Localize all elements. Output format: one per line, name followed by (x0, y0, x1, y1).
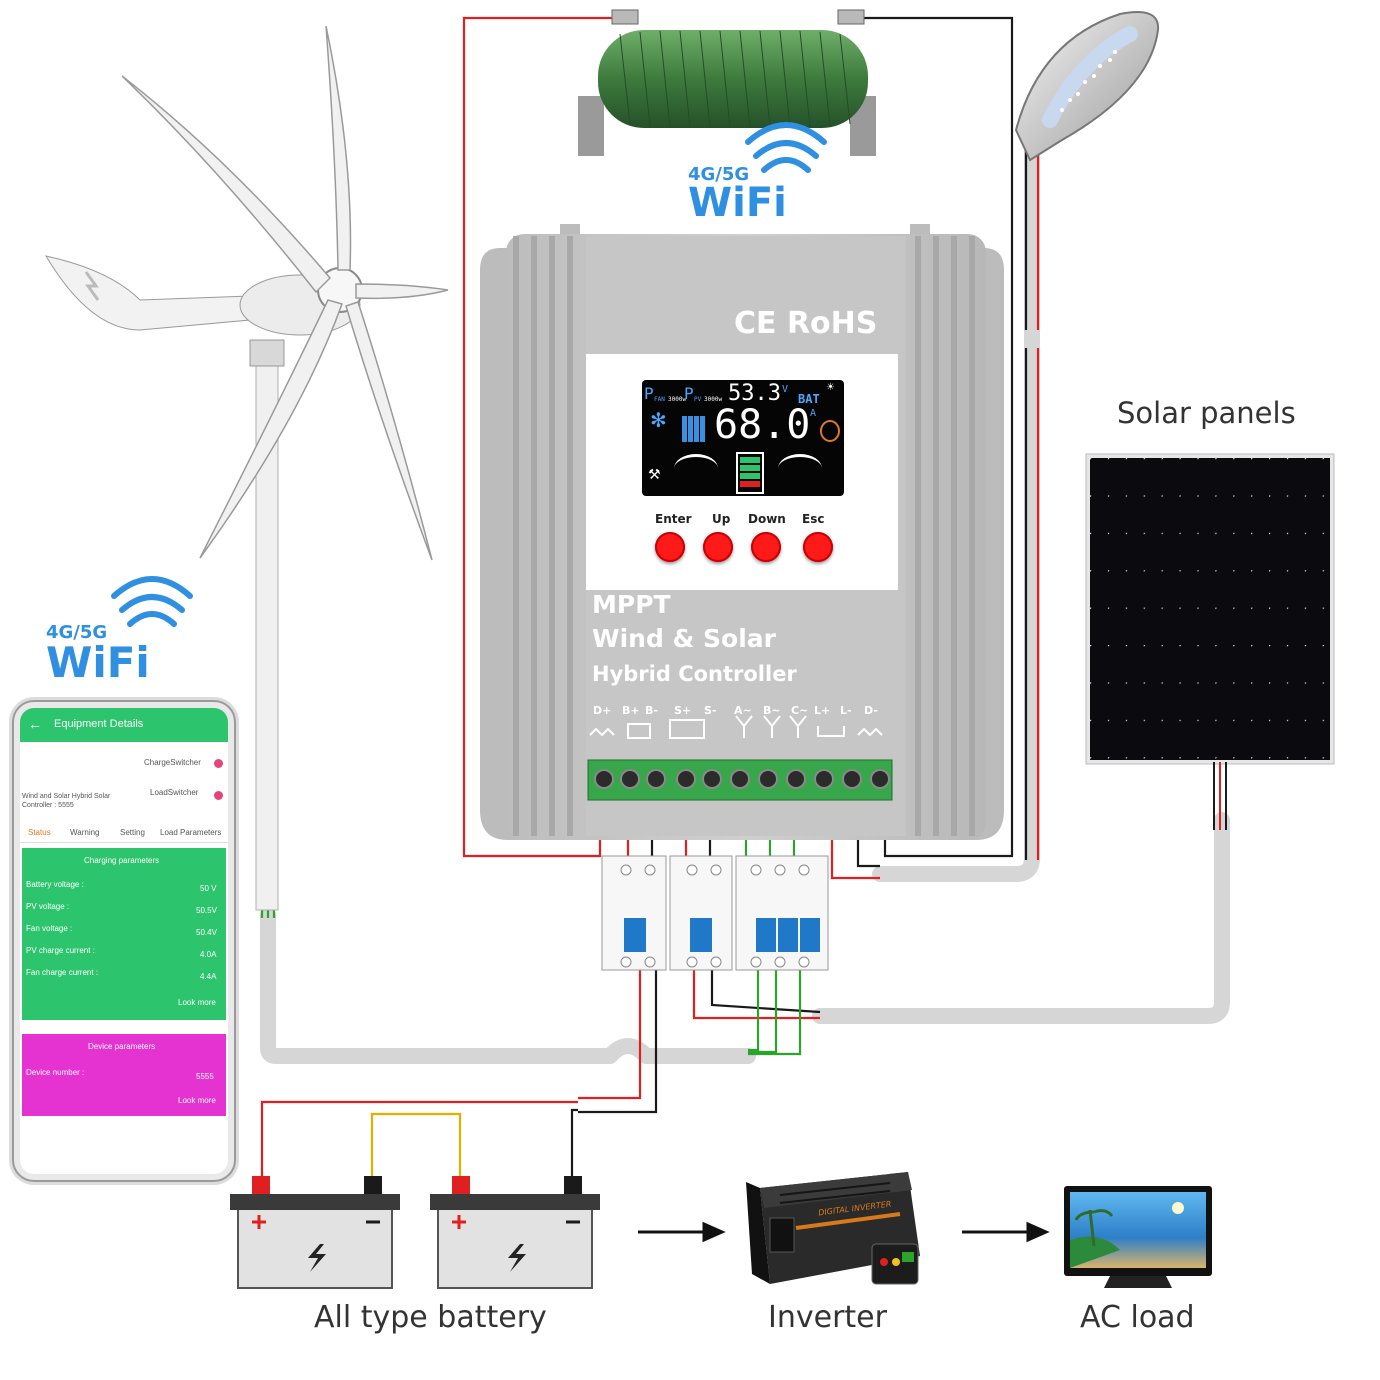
flow-arrow-left-icon (674, 454, 718, 483)
device-card: Device parameters Device number : 5555 L… (22, 1034, 226, 1116)
up-button[interactable] (703, 532, 733, 562)
battery-label: All type battery (314, 1300, 547, 1335)
back-arrow-icon[interactable]: ← (28, 716, 42, 732)
device-name: Wind and Solar Hybrid Solar Controller :… (22, 793, 111, 809)
ac-load-label: AC load (1080, 1300, 1195, 1335)
terminal-label-l-plus: L+ (814, 704, 831, 717)
controller-title-3: Hybrid Controller (592, 662, 797, 686)
esc-button[interactable] (803, 532, 833, 562)
terminal-label-s-minus: S- (704, 704, 717, 717)
lcd-pv-sub: PV (694, 396, 702, 403)
inverter-label: Inverter (768, 1300, 887, 1335)
device-number-value: 5555 (196, 1072, 214, 1081)
lcd-display: P FAN 3000w P PV 3000w 53.3 V BAT 68.0 A… (642, 380, 844, 496)
lcd-current-unit: A (810, 408, 817, 419)
load-switch-toggle[interactable] (214, 791, 223, 800)
wifi-signal-icon-phone (111, 576, 193, 627)
controller-title-1: MPPT (592, 590, 671, 619)
tab-warning[interactable]: Warning (70, 828, 100, 837)
charging-look-more[interactable]: Look more (178, 998, 216, 1007)
lcd-pv-power: 3000w (704, 396, 723, 403)
pv-charge-current-value: 4.0A (200, 950, 217, 959)
terminal-label-l-minus: L- (840, 704, 852, 717)
enter-button[interactable] (655, 532, 685, 562)
phone-screen: ← Equipment Details ChargeSwitcher LoadS… (20, 708, 228, 1174)
battery-level-icon (736, 452, 764, 494)
fan-charge-current-label: Fan charge current : (26, 968, 99, 977)
lcd-p-fan: P (644, 384, 654, 403)
terminal-label-d-plus: D+ (593, 704, 612, 717)
hybrid-controller (480, 224, 1004, 840)
down-label: Down (748, 512, 786, 526)
charging-title: Charging parameters (84, 856, 160, 865)
lcd-bat: BAT (798, 392, 820, 406)
wifi-signal-icon-controller (745, 122, 827, 173)
lcd-voltage-unit: V (782, 384, 789, 395)
cert-mark: CE RoHS (734, 306, 878, 341)
phone: ← Equipment Details ChargeSwitcher LoadS… (12, 700, 236, 1182)
wifi-label-phone: WiFi (46, 638, 150, 687)
lcd-p-pv: P (684, 384, 694, 403)
tab-setting[interactable]: Setting (120, 828, 145, 837)
down-button[interactable] (751, 532, 781, 562)
wind-turbine (44, 25, 449, 911)
battery-1 (230, 1176, 400, 1289)
fan-icon: ✻ (650, 410, 667, 432)
circuit-breakers (601, 855, 829, 971)
device-title: Device parameters (88, 1042, 156, 1051)
up-label: Up (712, 512, 731, 526)
battery-voltage-label: Battery voltage : (26, 880, 84, 889)
tab-status[interactable]: Status (28, 828, 51, 837)
terminal-label-a: A~ (734, 704, 752, 717)
street-lamp (1014, 11, 1160, 162)
flow-arrow-right-icon (778, 454, 822, 483)
wifi-label-controller: WiFi (688, 180, 787, 226)
dump-load-resistor (578, 9, 876, 156)
enter-label: Enter (655, 512, 692, 526)
charge-switch-toggle[interactable] (214, 759, 223, 768)
terminal-label-c: C~ (791, 704, 809, 717)
lcd-fan-power: 3000w (668, 396, 687, 403)
esc-label: Esc (802, 512, 825, 526)
charging-card: Charging parameters Battery voltage : 50… (22, 848, 226, 1020)
device-look-more[interactable]: Look more (178, 1096, 216, 1105)
conduits (260, 142, 1230, 1064)
solar-panel (1085, 453, 1335, 830)
tab-load-parameters[interactable]: Load Parameters (160, 828, 222, 837)
tools-icon: ⚒ (648, 466, 661, 482)
pv-charge-current-label: PV charge current : (26, 946, 95, 955)
sun-icon: ☀ (826, 382, 835, 393)
battery-2 (430, 1176, 600, 1289)
pv-voltage-label: PV voltage : (26, 902, 70, 911)
terminal-label-b: B~ (763, 704, 781, 717)
device-number-label: Device number : (26, 1068, 85, 1077)
bulb-icon (820, 420, 840, 442)
solar-panels-label: Solar panels (1117, 396, 1296, 430)
solar-panel-icon (682, 416, 706, 442)
lcd-current: 68.0 (714, 402, 811, 448)
load-switch-label: LoadSwitcher (150, 788, 199, 797)
controller-title-2: Wind & Solar (592, 624, 776, 653)
charge-switch-label: ChargeSwitcher (144, 758, 201, 767)
fan-charge-current-value: 4.4A (200, 972, 217, 981)
wifi-band-phone: 4G/5G (46, 622, 108, 643)
lcd-voltage: 53.3 (728, 381, 781, 406)
wifi-band-controller: 4G/5G (688, 164, 750, 185)
arrows (638, 1221, 1050, 1243)
terminal-label-s-plus: S+ (674, 704, 692, 717)
terminal-label-d-minus: D- (864, 704, 878, 717)
pv-voltage-value: 50.5V (196, 906, 217, 915)
ac-load-tv (1064, 1186, 1212, 1288)
inverter-device (746, 1172, 920, 1285)
fan-voltage-value: 50.4V (196, 928, 217, 937)
terminal-label-b-plus: B+ (622, 704, 640, 717)
app-title: Equipment Details (54, 718, 144, 730)
terminal-label-b-minus: B- (645, 704, 658, 717)
app-header: ← Equipment Details (20, 708, 228, 742)
battery-voltage-value: 50 V (200, 884, 217, 893)
lcd-fan-sub: FAN (654, 396, 665, 403)
fan-voltage-label: Fan voltage : (26, 924, 73, 933)
